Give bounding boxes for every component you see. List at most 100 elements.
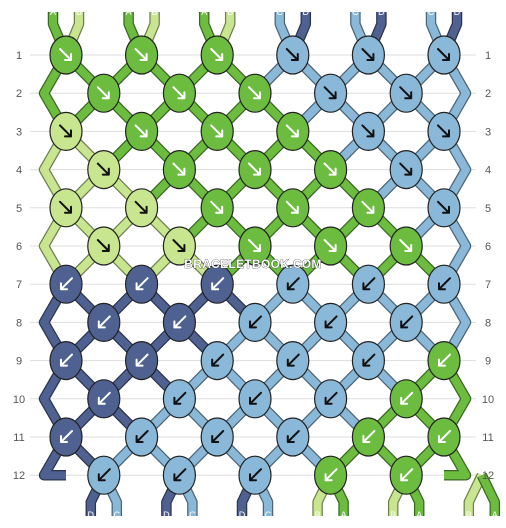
arrow-down-right-icon [210,48,224,61]
knot [200,341,234,381]
arrow-down-right-icon [399,239,413,252]
arrow-down-right-icon [285,124,299,138]
knot [276,417,310,457]
knot [238,302,272,342]
arrow-down-left-icon [135,430,149,443]
arrow-down-right-icon [437,200,450,214]
knot [389,379,423,419]
arrow-down-right-icon [361,200,375,214]
arrow-down-right-icon [248,86,261,100]
knot [162,73,196,113]
arrow-down-left-icon [249,315,262,329]
row-number-right: 10 [482,394,494,406]
arrow-down-right-icon [399,86,413,100]
arrow-down-left-icon [211,353,225,367]
arrow-down-right-icon [59,48,72,61]
arrow-down-right-icon [361,124,375,138]
arrow-down-left-icon [324,315,338,329]
top-strand-label: D [303,7,310,17]
knot [125,111,159,151]
row-number-left: 6 [16,241,22,253]
arrow-down-right-icon [172,162,186,176]
knot [276,188,310,228]
arrow-down-right-icon [134,48,148,61]
arrow-down-left-icon [249,391,262,405]
arrow-down-left-icon [400,391,414,405]
knot [125,341,159,381]
knot [238,226,272,266]
row-number-right: 12 [482,470,494,482]
row-number-left: 2 [16,88,22,100]
arrow-down-right-icon [437,124,450,138]
knot [276,341,310,381]
arrow-down-right-icon [248,162,261,176]
bottom-strand-label: D [163,510,170,520]
arrow-down-left-icon [362,430,376,443]
bottom-strand-label: C [265,510,272,520]
bottom-strand-label: B [315,510,321,520]
knot [49,264,83,304]
arrow-down-right-icon [323,239,337,252]
arrow-down-right-icon [96,86,110,100]
knot [427,417,461,457]
knot [125,417,159,457]
knot [276,111,310,151]
row-number-right: 3 [485,126,491,138]
knot [125,264,159,304]
arrow-down-right-icon [59,200,72,214]
knot [351,111,385,151]
row-number-left: 10 [13,394,25,406]
row-number-right: 2 [485,88,491,100]
top-strand-label: C [352,7,359,17]
arrow-down-right-icon [285,48,299,61]
knot [276,35,310,75]
knot [389,455,423,495]
bottom-strand-label: B [390,510,396,520]
top-strand-label: A [50,7,56,17]
top-strand-label: A [126,7,132,17]
top-strand-label: D [378,7,385,17]
arrow-down-left-icon [97,391,111,405]
arrow-down-left-icon [97,468,111,482]
knot [314,455,348,495]
knot [87,226,121,266]
arrow-down-left-icon [173,468,187,482]
top-strand-label: C [428,7,435,17]
arrow-down-right-icon [210,200,224,214]
arrow-down-left-icon [249,468,262,482]
arrow-down-right-icon [134,124,148,138]
arrow-down-left-icon [211,430,225,443]
row-number-right: 1 [485,50,491,62]
arrow-down-left-icon [324,468,338,482]
knot [49,341,83,381]
knot [238,379,272,419]
arrow-down-left-icon [438,353,451,367]
arrow-down-left-icon [362,277,376,291]
arrow-down-right-icon [248,239,261,252]
row-number-left: 4 [16,165,22,177]
knot [162,226,196,266]
bottom-strand-label: A [416,510,422,520]
arrow-down-left-icon [60,353,73,367]
top-strand-label: A [201,7,207,17]
bottom-strand-label: B [466,510,472,520]
row-number-left: 8 [16,317,22,329]
arrow-down-left-icon [286,277,300,291]
arrow-down-right-icon [399,162,413,176]
bottom-strand [464,473,486,516]
knot [351,417,385,457]
arrow-down-left-icon [173,315,187,329]
knot [200,264,234,304]
knot [200,417,234,457]
arrow-down-right-icon [210,124,224,138]
knot [427,264,461,304]
row-number-left: 5 [16,203,22,215]
top-strand-label: D [454,7,461,17]
arrow-down-left-icon [286,430,300,443]
knot [87,455,121,495]
arrow-down-left-icon [60,430,73,443]
knot [427,341,461,381]
row-number-right: 5 [485,203,491,215]
knot [389,73,423,113]
